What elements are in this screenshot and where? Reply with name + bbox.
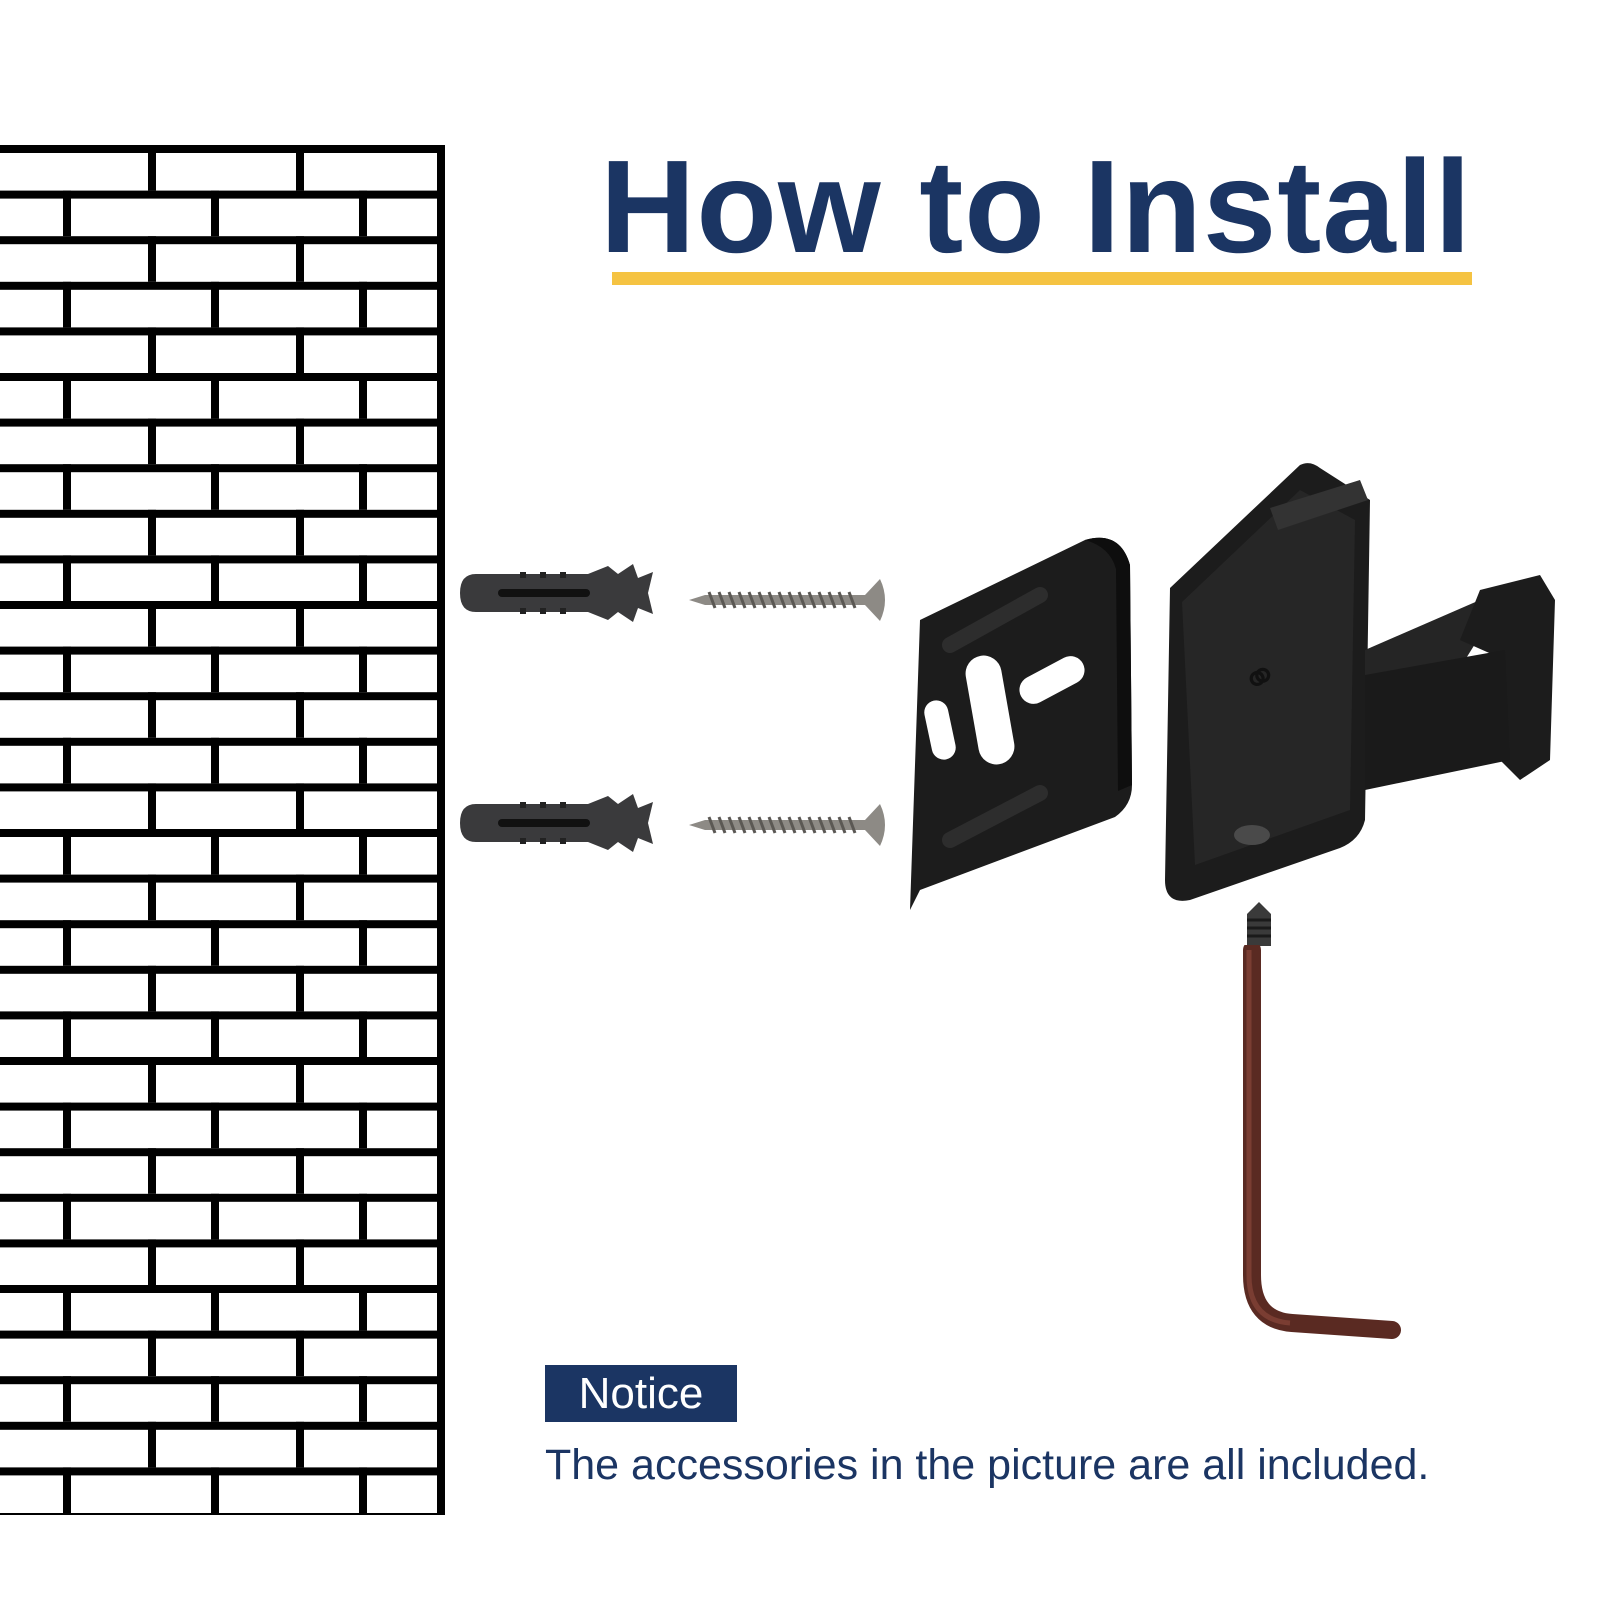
notice-badge: Notice: [545, 1365, 737, 1422]
set-screw: [1247, 902, 1271, 946]
notice-text: The accessories in the picture are all i…: [545, 1441, 1430, 1489]
screw-bottom: [689, 804, 885, 846]
brick-wall-illustration: [0, 145, 445, 1515]
screw-top: [689, 579, 885, 621]
title-underline: [612, 272, 1472, 285]
wall-anchor-top: [460, 564, 653, 622]
page-title: How to Install: [600, 133, 1472, 280]
wall-anchor-bottom: [460, 794, 653, 852]
allen-key: [1243, 945, 1401, 1339]
mounting-plate: [910, 537, 1132, 910]
hook-bracket: ⚭: [1165, 463, 1555, 901]
